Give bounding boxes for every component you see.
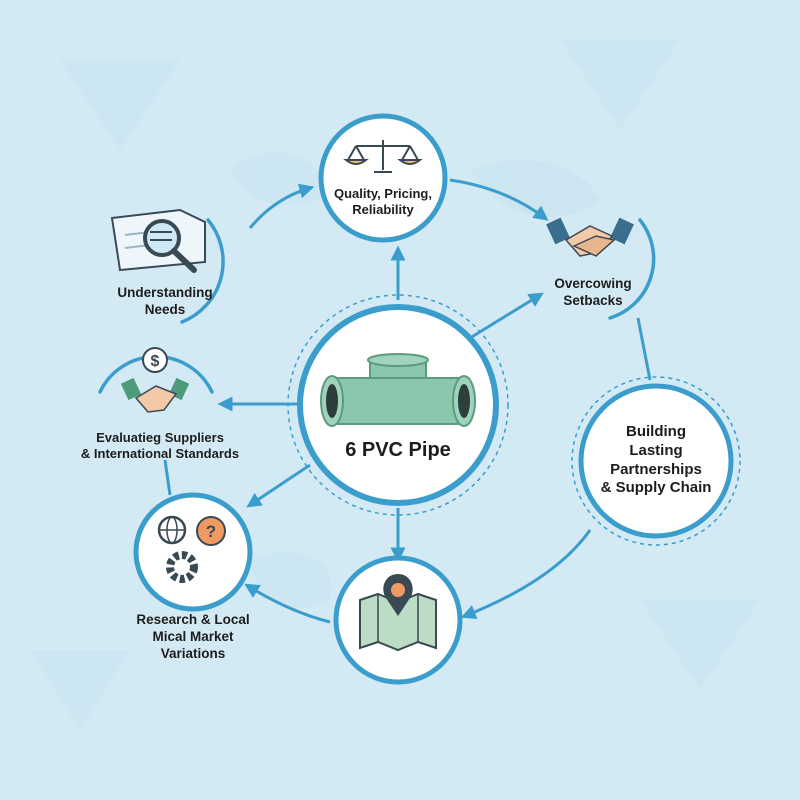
center-label: 6 PVC Pipe bbox=[345, 439, 451, 461]
overcoming-label: Overcowing Setbacks bbox=[554, 276, 632, 308]
globe-question-gear-icon: ? bbox=[157, 515, 226, 583]
connectors bbox=[163, 178, 652, 624]
link-overcoming-to-building bbox=[636, 317, 652, 381]
dollar-handshake-icon: $ bbox=[120, 347, 190, 413]
pvc-tee-pipe-icon bbox=[320, 353, 476, 427]
magnifier-document-icon bbox=[110, 208, 206, 273]
arrow-top-to-overcoming bbox=[449, 178, 549, 221]
arrow-center-to-research bbox=[246, 463, 311, 508]
top-node-label: Quality, Pricing, Reliability bbox=[333, 186, 432, 218]
center-node bbox=[287, 294, 509, 516]
research-label: Research & Local Mical Market Variations bbox=[136, 612, 250, 661]
svg-text:?: ? bbox=[206, 522, 216, 541]
top-node bbox=[318, 113, 448, 243]
arrow-building-to-bottom bbox=[460, 529, 592, 620]
understanding-label: Understanding Needs bbox=[117, 285, 213, 317]
bottom-node bbox=[333, 555, 463, 685]
link-evaluating-to-research bbox=[163, 459, 172, 496]
arc-understanding bbox=[180, 218, 225, 324]
svg-text:$: $ bbox=[151, 353, 160, 370]
building-label: Building Lasting Partnerships & Supply C… bbox=[600, 423, 712, 497]
arrow-understanding-to-top bbox=[248, 183, 315, 229]
arrow-center-to-overcoming bbox=[469, 292, 544, 340]
balance-scale-icon bbox=[343, 140, 423, 173]
handshake-icon bbox=[546, 217, 634, 257]
arrow-bottom-to-research bbox=[244, 583, 331, 624]
arc-overcoming bbox=[608, 218, 656, 320]
map-pin-wrench-icon bbox=[359, 574, 437, 652]
evaluating-label: Evaluatieg Suppliers & International Sta… bbox=[80, 430, 240, 462]
research-node: ? bbox=[133, 492, 253, 612]
building-node bbox=[571, 376, 741, 546]
